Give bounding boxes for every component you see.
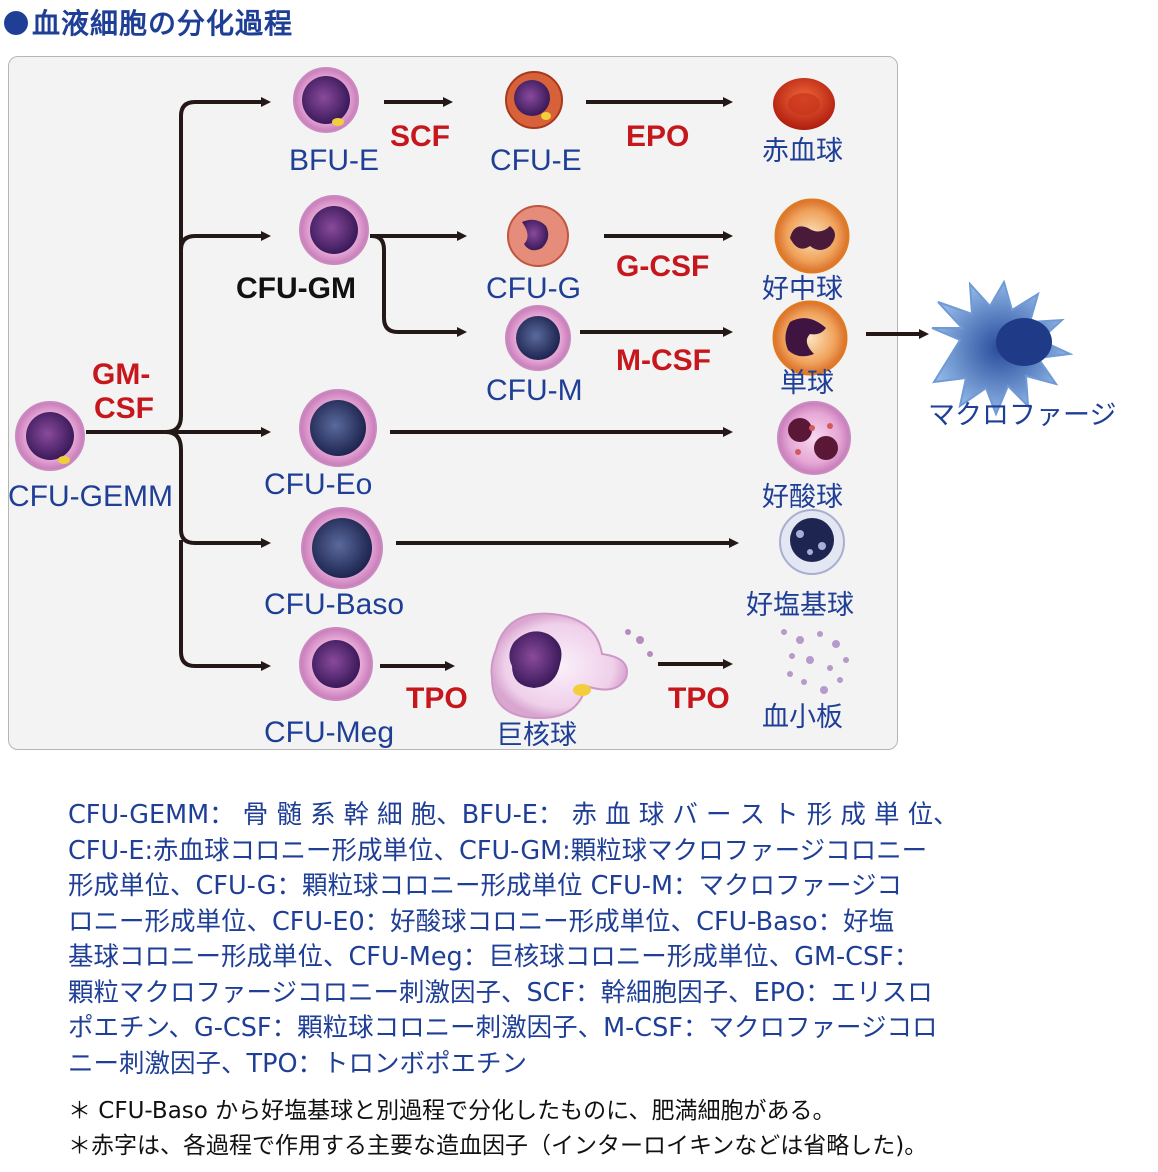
footnotes: ＊ CFU-Baso から好塩基球と別過程で分化したものに、肥満細胞がある。 ＊… [68, 1094, 927, 1164]
cell-bfu-e [293, 67, 359, 133]
arrow-to-cfu-meg [179, 540, 271, 671]
factor-epo: EPO [626, 120, 689, 153]
factor-tpo-2: TPO [668, 682, 730, 715]
label-cfu-eo: CFU-Eo [264, 468, 372, 501]
footnote: ＊ CFU-Baso から好塩基球と別過程で分化したものに、肥満細胞がある。 [68, 1098, 836, 1124]
label-erythrocyte: 赤血球 [762, 136, 843, 167]
legend-line: CFU-E:赤血球コロニー形成単位、CFU-GM:顆粒球マクロファージコロニー [68, 835, 928, 866]
cell-macrophage [931, 279, 1074, 417]
legend-line: CFU-GEMM： 骨 髄 系 幹 細 胞、BFU-E： 赤 血 球 バ ー ス… [68, 800, 959, 830]
label-cfu-gm: CFU-GM [236, 272, 356, 305]
legend-line: 形成単位、CFU-G：顆粒球コロニー形成単位 CFU-M：マクロファージコ [68, 871, 902, 901]
factor-scf: SCF [390, 120, 450, 153]
arrow-gemm-split-top [165, 415, 183, 434]
abbreviation-legend: CFU-GEMM： 骨 髄 系 幹 細 胞、BFU-E： 赤 血 球 バ ー ス… [68, 798, 1098, 1082]
legend-line: ニー刺激因子、TPO：トロンボポエチン [68, 1048, 528, 1079]
legend-line: 基球コロニー形成単位、CFU-Meg：巨核球コロニー形成単位、GM-CSF： [68, 942, 920, 972]
factor-m-csf: M-CSF [616, 344, 711, 377]
diagram-panel [8, 56, 898, 750]
cell-cfu-m [505, 305, 571, 371]
label-cfu-meg: CFU-Meg [264, 716, 394, 749]
label-neutrophil: 好中球 [762, 274, 843, 305]
footnote: ＊赤字は、各過程で作用する主要な造血因子（インターロイキンなどは省略した)。 [68, 1133, 928, 1159]
bullet-icon [4, 11, 28, 35]
cell-basophil [779, 509, 845, 575]
factor-g-csf: G-CSF [616, 250, 709, 283]
cell-neutrophil [774, 198, 850, 274]
factor-gm-csf-line1: GM- [92, 358, 150, 391]
label-megakaryocyte: 巨核球 [496, 720, 577, 751]
label-cfu-baso: CFU-Baso [264, 588, 404, 621]
factor-gm-csf-line2: CSF [94, 392, 154, 425]
arrow-to-cfu-baso [165, 430, 271, 548]
legend-line: ロニー形成単位、CFU-E0：好酸球コロニー形成単位、CFU-Baso：好塩 [68, 906, 895, 937]
differentiation-diagram: CFU-GEMM BFU-E CFU-E 赤血球 CFU-GM CFU-G 好中… [8, 67, 1116, 751]
cell-platelets [781, 629, 849, 694]
label-monocyte: 単球 [780, 368, 834, 399]
cell-erythrocyte [773, 78, 835, 130]
arrow-gm-to-cfu-m [371, 234, 467, 337]
factor-tpo-1: TPO [406, 682, 468, 715]
cell-cfu-meg [299, 627, 373, 701]
cell-cfu-g [507, 205, 569, 267]
label-cfu-e: CFU-E [490, 144, 582, 177]
label-cfu-gemm: CFU-GEMM [8, 480, 173, 513]
cell-cfu-gemm [15, 401, 85, 471]
label-cfu-m: CFU-M [486, 374, 583, 407]
page-title: 血液細胞の分化過程 [4, 2, 293, 42]
cell-cfu-gm [299, 195, 369, 265]
label-macrophage: マクロファージ [928, 400, 1116, 431]
cell-cfu-eo [299, 389, 377, 467]
legend-line: 顆粒マクロファージコロニー刺激因子、SCF：幹細胞因子、EPO：エリスロ [68, 977, 933, 1008]
label-bfu-e: BFU-E [289, 144, 379, 177]
cell-cfu-e [505, 71, 563, 129]
cell-monocyte [772, 300, 848, 376]
arrow-to-cfu-gm [179, 231, 271, 251]
label-basophil: 好塩基球 [746, 590, 854, 621]
arrow-to-bfu-e [179, 97, 271, 416]
label-cfu-g: CFU-G [486, 272, 581, 305]
cell-megakaryocyte [490, 612, 653, 720]
label-eosinophil: 好酸球 [762, 482, 843, 513]
label-platelet: 血小板 [762, 702, 843, 733]
legend-line: ポエチン、G-CSF：顆粒球コロニー刺激因子、M-CSF：マクロファージコロ [68, 1013, 938, 1043]
cell-eosinophil [777, 401, 851, 475]
connector-lines [86, 97, 929, 671]
cell-cfu-baso [301, 507, 383, 589]
